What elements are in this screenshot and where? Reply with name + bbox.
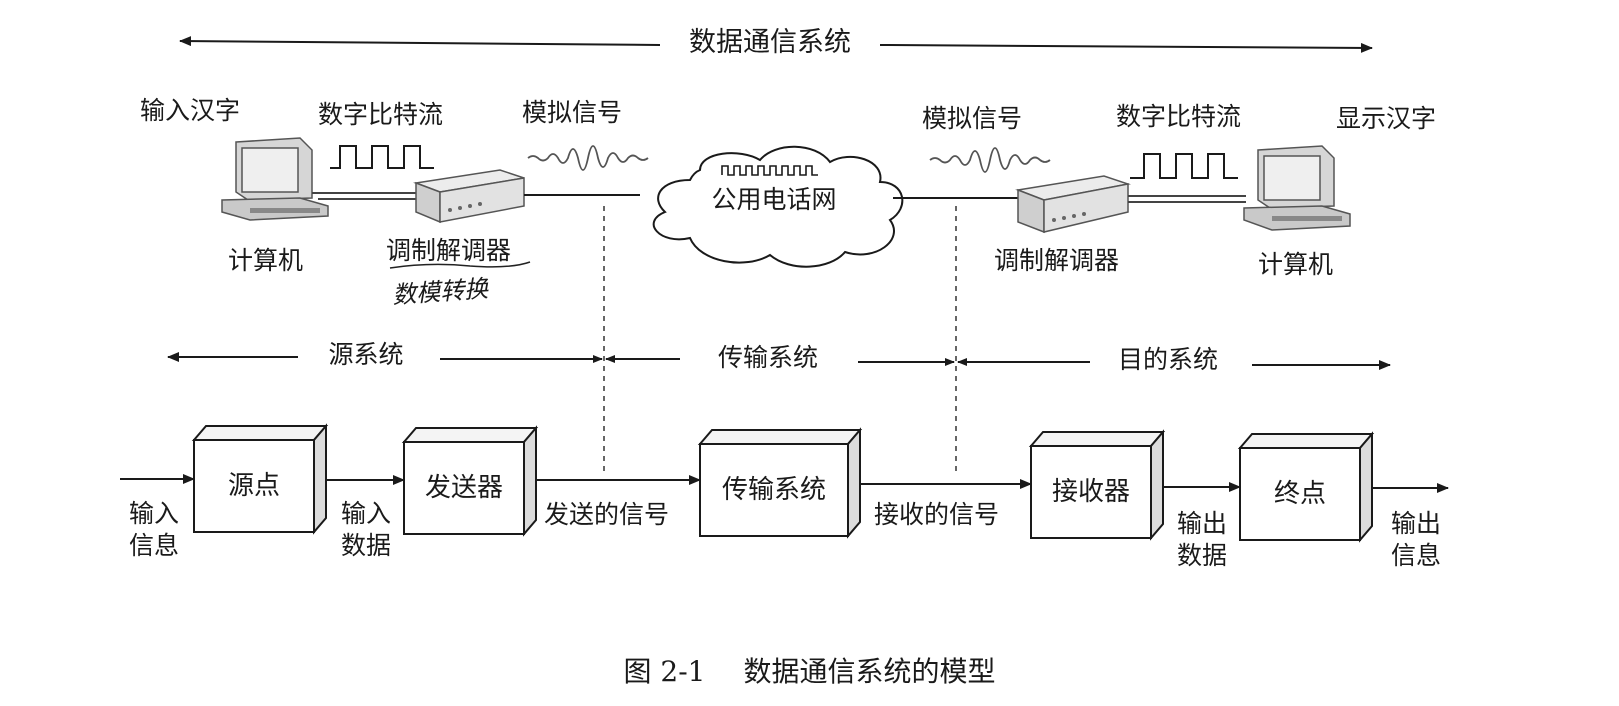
receiver-box-shape [1028, 429, 1166, 541]
transmission-box-label: 传输系统 [721, 475, 827, 505]
right-analog-wave [929, 147, 1051, 173]
figure-caption: 图 2-1 数据通信系统的模型 [623, 650, 995, 690]
transmitter-box-shape [401, 425, 539, 537]
right-modem-icon [1015, 175, 1131, 234]
diagram-title: 数据通信系统 [685, 28, 855, 58]
left-computer-icon [221, 137, 329, 221]
output-data-label: 输出数据 [1176, 509, 1228, 570]
right-bitstream-label: 数字比特流 [1116, 102, 1242, 131]
received-signal-label: 接收的信号 [874, 500, 1000, 529]
input-info-label: 输入信息 [128, 499, 180, 560]
right-modem-label: 调制解调器 [994, 246, 1120, 275]
input-data-label: 输入数据 [340, 499, 392, 560]
destination-box-shape [1237, 431, 1375, 543]
title-arrow-left [179, 36, 661, 47]
title-arrow-right [879, 42, 1373, 53]
left-modem-icon [413, 169, 525, 224]
left-modem-label: 调制解调器 [386, 236, 512, 265]
source-box-shape [191, 423, 329, 535]
figure-number: 图 2-1 [623, 655, 706, 688]
source-box-label: 源点 [227, 471, 281, 501]
output-info-label: 输出信息 [1390, 509, 1442, 570]
left-computer-label: 计算机 [228, 246, 304, 275]
left-analog-wave [527, 145, 649, 171]
cloud-icon [652, 145, 904, 268]
destination-box-label: 终点 [1273, 479, 1327, 509]
right-computer-icon [1243, 145, 1351, 231]
right-square-wave [1130, 153, 1238, 179]
input-hanzi-label: 输入汉字 [140, 96, 241, 125]
handwritten-note: 数模转换 [391, 274, 490, 310]
right-analog-signal-label: 模拟信号 [922, 104, 1023, 133]
left-analog-signal-label: 模拟信号 [522, 98, 623, 127]
transmission-system-label: 传输系统 [713, 343, 823, 373]
source-system-label: 源系统 [324, 340, 408, 370]
public-telephone-network-label: 公用电话网 [711, 185, 837, 214]
destination-system-label: 目的系统 [1113, 345, 1223, 375]
left-square-wave [330, 145, 434, 169]
sent-signal-label: 发送的信号 [544, 500, 670, 529]
right-computer-label: 计算机 [1258, 250, 1334, 279]
display-hanzi-label: 显示汉字 [1336, 104, 1437, 133]
left-bitstream-label: 数字比特流 [318, 100, 444, 129]
receiver-box-label: 接收器 [1051, 477, 1131, 507]
transmitter-box-label: 发送器 [424, 473, 504, 503]
figure-title: 数据通信系统的模型 [743, 655, 996, 688]
transmission-box-shape [697, 427, 863, 539]
